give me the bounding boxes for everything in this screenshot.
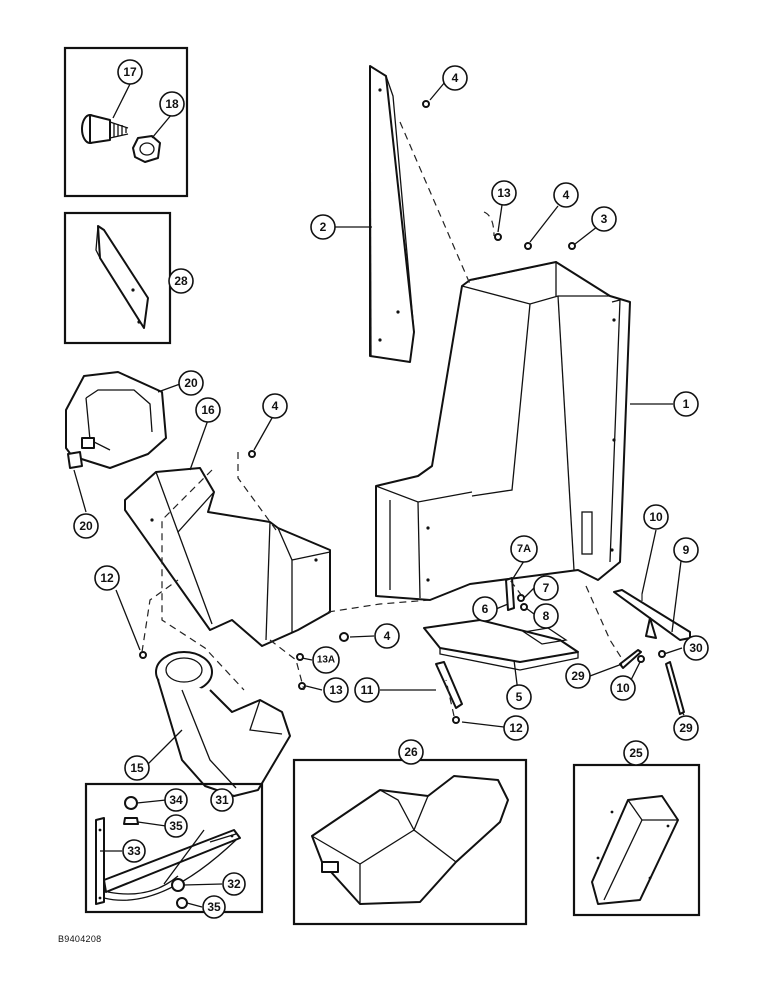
- callout-10a: 10: [643, 504, 669, 530]
- part-1-main-chute: [375, 261, 631, 601]
- svg-text:29: 29: [679, 721, 693, 735]
- callout-6: 6: [472, 596, 498, 622]
- callout-35a: 35: [164, 814, 188, 838]
- callout-7: 7: [533, 575, 559, 601]
- svg-text:7A: 7A: [517, 543, 531, 555]
- svg-text:16: 16: [201, 403, 215, 417]
- callout-11: 11: [354, 677, 380, 703]
- part-20-plug: [67, 451, 83, 469]
- svg-text:13: 13: [497, 186, 511, 200]
- callout-32: 32: [222, 872, 246, 896]
- svg-text:3: 3: [601, 212, 608, 226]
- svg-text:10: 10: [649, 510, 663, 524]
- callout-14: 16: [195, 397, 221, 423]
- svg-text:30: 30: [689, 641, 703, 655]
- callout-12b: 12: [503, 715, 529, 741]
- callout-25: 25: [623, 740, 649, 766]
- part-2-channel: [369, 65, 415, 363]
- callout-29a: 29: [565, 663, 591, 689]
- callout-29b: 29: [673, 715, 699, 741]
- callout-2: 2: [310, 214, 336, 240]
- callout-33: 33: [122, 839, 146, 863]
- callout-13A: 13A: [312, 646, 340, 674]
- svg-text:34: 34: [169, 793, 183, 807]
- svg-text:15: 15: [130, 761, 144, 775]
- callout-12a: 12: [94, 565, 120, 591]
- part-18-hood: [65, 371, 167, 469]
- callout-3: 3: [591, 206, 617, 232]
- svg-text:32: 32: [227, 877, 241, 891]
- svg-text:6: 6: [482, 602, 489, 616]
- hardware-fasteners: [139, 100, 685, 724]
- part-17-spout: [155, 651, 291, 797]
- callout-10b: 10: [610, 675, 636, 701]
- svg-text:35: 35: [169, 819, 183, 833]
- callout-28: 28: [168, 268, 194, 294]
- callout-7A: 7A: [510, 535, 538, 563]
- svg-text:12: 12: [509, 721, 523, 735]
- callout-13b: 13: [323, 677, 349, 703]
- callout-15: 17: [117, 59, 143, 85]
- svg-text:35: 35: [207, 900, 221, 914]
- callout-13a: 13: [491, 180, 517, 206]
- svg-text:11: 11: [361, 683, 374, 697]
- callout-1: 1: [673, 391, 699, 417]
- assembly-lines: [141, 121, 643, 717]
- svg-text:1: 1: [683, 397, 690, 411]
- callout-35b: 35: [202, 895, 226, 919]
- svg-text:7: 7: [543, 581, 550, 595]
- svg-text:13A: 13A: [317, 655, 335, 666]
- part-5-tray: [423, 619, 579, 671]
- callout-4a: 4: [442, 65, 468, 91]
- svg-text:4: 4: [272, 399, 279, 413]
- callout-34: 34: [164, 788, 188, 812]
- svg-text:17: 17: [123, 65, 137, 79]
- svg-text:8: 8: [543, 609, 550, 623]
- callout-31: 31: [210, 788, 234, 812]
- callouts: 17 18 28 4 2 13 4 3 1 20 16 4 20 12 4 13…: [73, 59, 709, 919]
- svg-text:20: 20: [184, 376, 198, 390]
- part-14-hopper: [124, 467, 331, 647]
- callout-9: 9: [673, 537, 699, 563]
- callout-16: 18: [159, 91, 185, 117]
- svg-text:31: 31: [215, 793, 229, 807]
- svg-text:2: 2: [320, 220, 327, 234]
- svg-text:5: 5: [516, 690, 523, 704]
- svg-text:20: 20: [79, 519, 93, 533]
- callout-20: 20: [73, 513, 99, 539]
- callout-17: 15: [124, 755, 150, 781]
- callout-4d: 4: [374, 623, 400, 649]
- part-9-rod: [613, 589, 691, 641]
- svg-text:10: 10: [616, 681, 630, 695]
- part-11-strap: [435, 661, 463, 709]
- svg-text:26: 26: [404, 745, 418, 759]
- callout-30: 30: [683, 635, 709, 661]
- detail-box-28: [63, 211, 172, 345]
- detail-box-bracket: [84, 782, 264, 914]
- svg-text:4: 4: [384, 629, 391, 643]
- svg-text:29: 29: [571, 669, 585, 683]
- svg-text:13: 13: [329, 683, 343, 697]
- callout-4c: 4: [262, 393, 288, 419]
- svg-text:4: 4: [563, 188, 570, 202]
- bolt-15-drawing: [81, 114, 129, 144]
- callout-18: 20: [178, 370, 204, 396]
- svg-text:25: 25: [629, 746, 643, 760]
- callout-26: 26: [398, 739, 424, 765]
- svg-text:28: 28: [174, 274, 188, 288]
- drawing-reference-code: B9404208: [58, 934, 102, 944]
- callout-4b: 4: [553, 182, 579, 208]
- callout-5: 5: [506, 684, 532, 710]
- nut-16-drawing: [132, 135, 161, 163]
- detail-box-bolt-nut: [63, 46, 189, 198]
- detail-box-25: [572, 763, 701, 917]
- svg-text:12: 12: [100, 571, 114, 585]
- svg-text:9: 9: [683, 543, 690, 557]
- svg-text:4: 4: [452, 71, 459, 85]
- detail-box-26: [292, 758, 528, 926]
- callout-8: 8: [533, 603, 559, 629]
- svg-text:18: 18: [165, 97, 179, 111]
- svg-text:33: 33: [127, 844, 141, 858]
